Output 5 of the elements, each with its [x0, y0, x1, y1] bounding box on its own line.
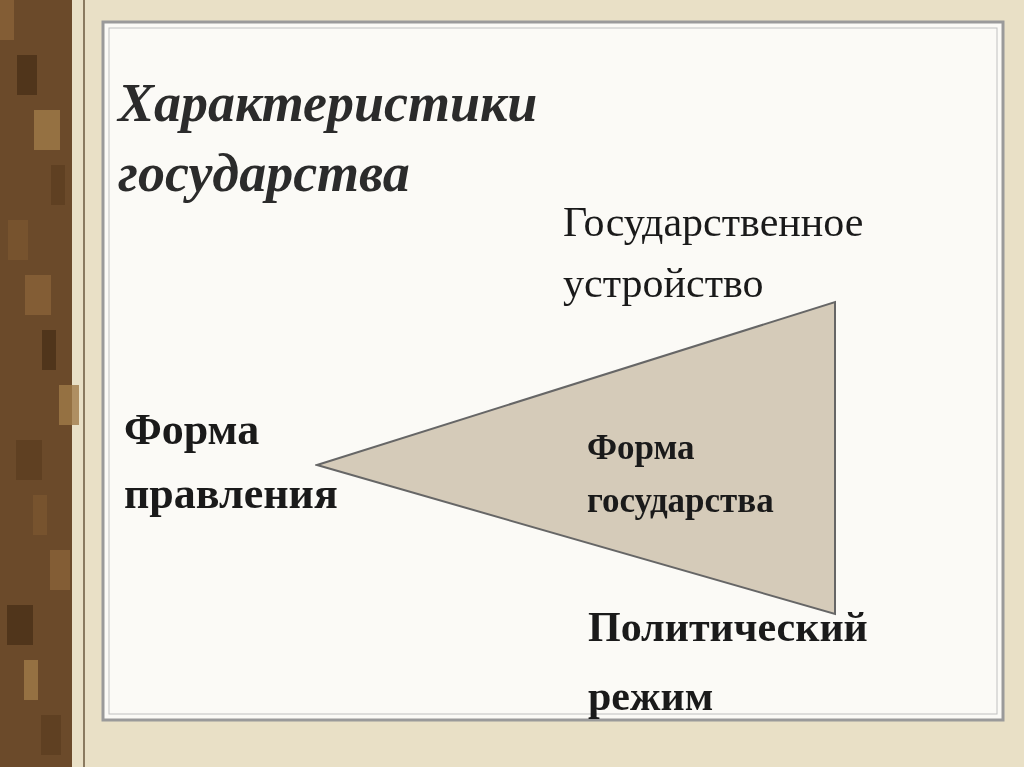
- node-label: Форма государства: [587, 427, 775, 522]
- label-text: Политический режим: [588, 603, 869, 722]
- label-text: Государственное устройство: [563, 198, 865, 308]
- label-text: Форма правления: [124, 404, 339, 520]
- title: Характеристики государства: [118, 72, 539, 206]
